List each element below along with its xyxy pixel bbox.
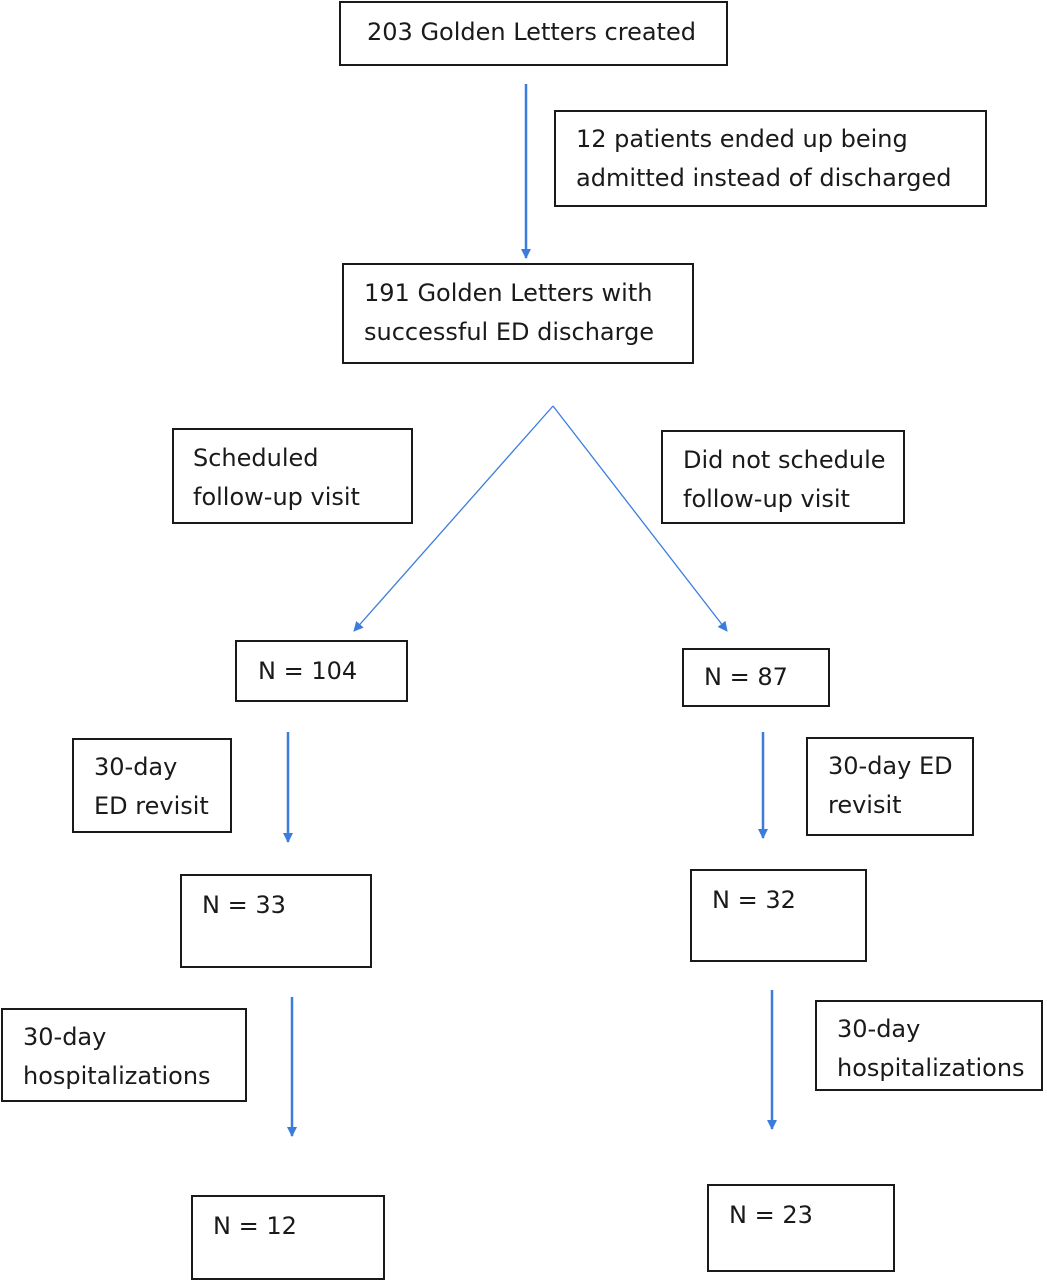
box-n-104: N = 104 [235, 640, 408, 702]
box-successful-discharge: 191 Golden Letters with successful ED di… [342, 263, 694, 364]
box-hospitalizations-left: 30-day hospitalizations [1, 1008, 247, 1102]
arrow-split-left [353, 405, 554, 632]
box-text: successful ED discharge [364, 318, 655, 346]
box-text: follow-up visit [683, 485, 850, 513]
box-n-12: N = 12 [191, 1195, 385, 1280]
box-admitted-instead: 12 patients ended up being admitted inst… [554, 110, 987, 207]
box-text: N = 32 [712, 886, 796, 914]
box-text: admitted instead of discharged [576, 164, 952, 192]
box-text: N = 23 [729, 1201, 813, 1229]
box-hospitalizations-right: 30-day hospitalizations [815, 1000, 1043, 1091]
box-text: hospitalizations [23, 1062, 211, 1090]
box-text: N = 12 [213, 1212, 297, 1240]
box-text: 203 Golden Letters created [367, 18, 696, 46]
box-golden-letters-created: 203 Golden Letters created [339, 1, 728, 66]
box-text: Scheduled [193, 444, 319, 472]
box-scheduled-follow-up: Scheduled follow-up visit [172, 428, 413, 524]
box-n-87: N = 87 [682, 648, 830, 707]
box-text: 30-day [837, 1015, 921, 1043]
box-ed-revisit-left: 30-day ED revisit [72, 738, 232, 833]
box-n-23: N = 23 [707, 1184, 895, 1272]
box-text: hospitalizations [837, 1054, 1025, 1082]
box-text: 12 patients ended up being [576, 125, 908, 153]
box-text: ED revisit [94, 792, 209, 820]
box-text: 191 Golden Letters with [364, 279, 653, 307]
box-text: 30-day [23, 1023, 107, 1051]
box-text: N = 33 [202, 891, 286, 919]
box-text: 30-day ED [828, 752, 953, 780]
box-text: N = 87 [704, 663, 788, 691]
box-text: revisit [828, 791, 902, 819]
box-did-not-schedule: Did not schedule follow-up visit [661, 430, 905, 524]
box-text: 30-day [94, 753, 178, 781]
box-text: N = 104 [258, 657, 358, 685]
box-n-32: N = 32 [690, 869, 867, 962]
box-text: follow-up visit [193, 483, 360, 511]
box-text: Did not schedule [683, 446, 886, 474]
arrow-split-right [552, 405, 728, 632]
box-n-33: N = 33 [180, 874, 372, 968]
box-ed-revisit-right: 30-day ED revisit [806, 737, 974, 836]
